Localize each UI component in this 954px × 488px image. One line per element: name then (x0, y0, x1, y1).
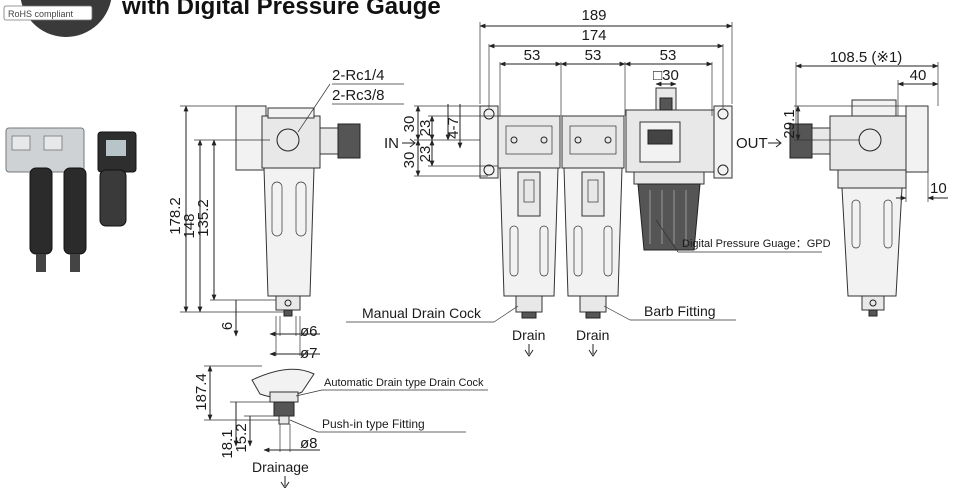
dim-6: 6 (219, 322, 236, 330)
dim-dia-7: ø7 (300, 345, 318, 362)
dim-4-7: 4-7 (445, 117, 462, 139)
front-view (479, 87, 733, 319)
dim-15-2: 15.2 (233, 423, 250, 452)
dim-53-3: 53 (660, 47, 677, 64)
dim-23-a: 23 (417, 120, 434, 137)
header: RoHS compliant with Digital Pressure Gau… (3, 0, 441, 37)
dim-square-30: □30 (653, 67, 679, 84)
label-drain-1: Drain (512, 327, 545, 343)
port-label-rc38: 2-Rc3/8 (332, 87, 385, 104)
right-dimensions: 108.5 (※1) 40 29.1 10 OUT (736, 49, 948, 202)
dim-53-2: 53 (585, 47, 602, 64)
label-manual-drain: Manual Drain Cock (362, 305, 482, 321)
label-in: IN (384, 135, 399, 152)
label-barb-fitting: Barb Fitting (644, 303, 716, 319)
out-arrow-icon (768, 138, 782, 148)
dim-10: 10 (930, 180, 947, 197)
dim-30-a: 30 (401, 116, 418, 133)
auto-drain-detail: 187.4 18.1 15.2 ø8 Automatic Drain type … (193, 365, 488, 488)
in-arrow-icon (402, 138, 416, 148)
dim-30-b: 30 (401, 152, 418, 169)
port-label-rc14: 2-Rc1/4 (332, 67, 385, 84)
label-drain-2: Drain (576, 327, 609, 343)
dim-40: 40 (910, 67, 927, 84)
label-push-in: Push-in type Fitting (322, 417, 425, 431)
dim-148: 148 (181, 213, 198, 238)
dim-178-2: 178.2 (167, 197, 184, 235)
label-auto-drain: Automatic Drain type Drain Cock (324, 377, 484, 389)
rohs-badge (3, 5, 93, 21)
right-side-view (789, 99, 929, 317)
dim-108-5: 108.5 (※1) (830, 49, 903, 66)
dim-18-1: 18.1 (219, 429, 236, 458)
dim-187-4: 187.4 (193, 373, 210, 411)
left-dimensions: 178.2 148 135.2 6 ø6 ø7 (167, 105, 320, 362)
dim-dia-6: ø6 (300, 323, 318, 340)
label-digital-gauge: Digital Pressure Guage：GPD (682, 238, 831, 250)
arrow-down-icon (280, 476, 290, 488)
dim-53-1: 53 (524, 47, 541, 64)
drain-1-arrow-icon (524, 344, 534, 357)
label-drainage: Drainage (252, 459, 309, 475)
dim-23-b: 23 (417, 146, 434, 163)
label-out: OUT (736, 135, 768, 152)
dim-135-2: 135.2 (195, 199, 212, 237)
rohs-badge-text: RoHS compliant (8, 9, 74, 19)
drain-2-arrow-icon (588, 344, 598, 357)
front-labels: Manual Drain Cock Barb Fitting Drain Dra… (346, 219, 831, 357)
front-dimensions: 189 174 53 53 53 □30 30 30 23 23 4-7 IN (384, 7, 733, 177)
dim-189: 189 (581, 7, 606, 24)
dim-174: 174 (581, 27, 606, 44)
dim-29-1: 29.1 (781, 109, 798, 138)
port-labels: 2-Rc1/4 2-Rc3/8 (297, 67, 404, 133)
product-photo (5, 127, 137, 272)
page-title: with Digital Pressure Gauge (121, 0, 441, 20)
left-side-view (235, 105, 361, 317)
dim-dia-8: ø8 (300, 435, 318, 452)
